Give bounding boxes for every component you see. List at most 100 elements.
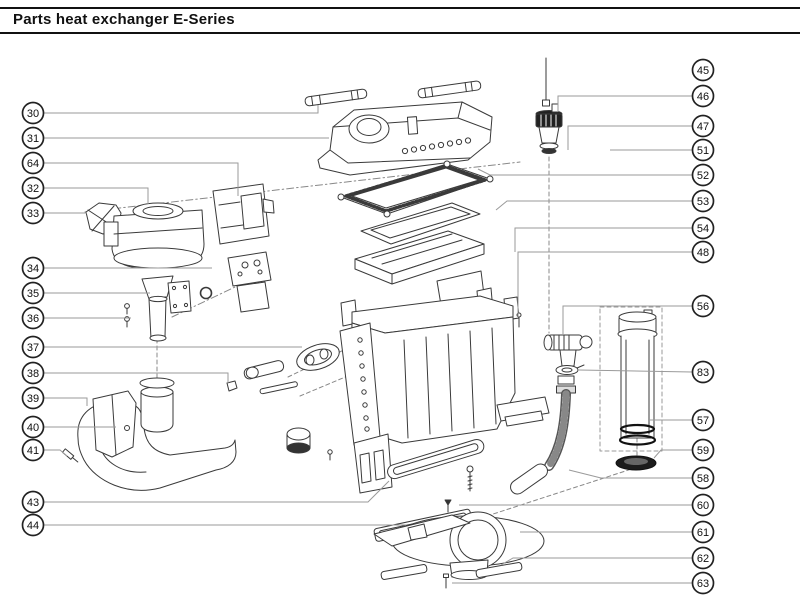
- leader-line-59: [653, 449, 692, 459]
- callout-83[interactable]: 83: [691, 360, 715, 384]
- callout-circle-64[interactable]: [21, 151, 45, 175]
- callout-circle-83[interactable]: [691, 360, 715, 384]
- callout-63[interactable]: 63: [691, 571, 715, 595]
- callout-circle-59[interactable]: [691, 438, 715, 462]
- callout-circle-31[interactable]: [21, 126, 45, 150]
- leader-line-41: [44, 449, 68, 457]
- part-flue-collector: [61, 377, 237, 491]
- callout-circle-32[interactable]: [21, 176, 45, 200]
- callout-37[interactable]: 37: [21, 335, 45, 359]
- part-burner-door: [212, 183, 275, 245]
- callout-circle-51[interactable]: [691, 138, 715, 162]
- leader-lines: [44, 95, 693, 584]
- callout-56[interactable]: 56: [691, 294, 715, 318]
- callout-circle-47[interactable]: [691, 114, 715, 138]
- callout-34[interactable]: 34: [21, 256, 45, 280]
- leader-line-32: [44, 187, 149, 204]
- callout-53[interactable]: 53: [691, 189, 715, 213]
- callout-circle-37[interactable]: [21, 335, 45, 359]
- callout-41[interactable]: 41: [21, 438, 45, 462]
- callout-circle-34[interactable]: [21, 256, 45, 280]
- part-condensate-hose: [510, 389, 571, 495]
- callout-32[interactable]: 32: [21, 176, 45, 200]
- callout-circle-58[interactable]: [691, 466, 715, 490]
- callout-number-47: 47: [697, 121, 709, 133]
- venturi-screws: [124, 303, 130, 328]
- callout-39[interactable]: 39: [21, 386, 45, 410]
- part-gasket-frame-1: [337, 160, 494, 218]
- callout-38[interactable]: 38: [21, 361, 45, 385]
- callout-number-51: 51: [697, 145, 709, 157]
- callout-number-41: 41: [27, 445, 39, 457]
- callout-33[interactable]: 33: [21, 201, 45, 225]
- part-retaining-clip: [555, 364, 585, 375]
- leader-line-47: [567, 125, 692, 150]
- callout-54[interactable]: 54: [691, 216, 715, 240]
- leader-line-30: [44, 105, 319, 114]
- callout-circle-60[interactable]: [691, 493, 715, 517]
- leader-line-83: [578, 369, 693, 373]
- callout-47[interactable]: 47: [691, 114, 715, 138]
- callout-circle-43[interactable]: [21, 490, 45, 514]
- callout-circle-54[interactable]: [691, 216, 715, 240]
- callout-circle-52[interactable]: [691, 163, 715, 187]
- part-fixing-screws: [444, 465, 474, 513]
- callout-circle-39[interactable]: [21, 386, 45, 410]
- callout-circle-40[interactable]: [21, 415, 45, 439]
- callout-61[interactable]: 61: [691, 520, 715, 544]
- callout-number-40: 40: [27, 422, 39, 434]
- callout-number-60: 60: [697, 500, 709, 512]
- callout-circle-61[interactable]: [691, 520, 715, 544]
- callout-circle-63[interactable]: [691, 571, 715, 595]
- callout-circle-48[interactable]: [691, 240, 715, 264]
- callout-circle-44[interactable]: [21, 513, 45, 537]
- callout-number-83: 83: [697, 367, 709, 379]
- leader-line-58: [568, 469, 692, 479]
- callout-36[interactable]: 36: [21, 306, 45, 330]
- callout-circle-46[interactable]: [691, 84, 715, 108]
- callout-number-38: 38: [27, 368, 39, 380]
- part-flue-sensor-drum: [286, 427, 311, 454]
- callout-62[interactable]: 62: [691, 546, 715, 570]
- callout-52[interactable]: 52: [691, 163, 715, 187]
- callout-30[interactable]: 30: [21, 101, 45, 125]
- siphon-group-box: [599, 306, 663, 452]
- callout-circle-53[interactable]: [691, 189, 715, 213]
- page-header: Parts heat exchanger E-Series: [0, 7, 800, 34]
- callout-44[interactable]: 44: [21, 513, 45, 537]
- callout-51[interactable]: 51: [691, 138, 715, 162]
- callout-57[interactable]: 57: [691, 408, 715, 432]
- callout-circle-36[interactable]: [21, 306, 45, 330]
- callout-45[interactable]: 45: [691, 58, 715, 82]
- callout-46[interactable]: 46: [691, 84, 715, 108]
- callout-circle-57[interactable]: [691, 408, 715, 432]
- callout-64[interactable]: 64: [21, 151, 45, 175]
- callout-circle-38[interactable]: [21, 361, 45, 385]
- callout-35[interactable]: 35: [21, 281, 45, 305]
- callout-circle-45[interactable]: [691, 58, 715, 82]
- callout-circle-35[interactable]: [21, 281, 45, 305]
- part-siphon-grommet: [615, 455, 657, 471]
- callout-60[interactable]: 60: [691, 493, 715, 517]
- part-top-cover: [317, 101, 493, 176]
- callout-58[interactable]: 58: [691, 466, 715, 490]
- callout-circle-56[interactable]: [691, 294, 715, 318]
- part-ignition-electrodes: [226, 343, 340, 395]
- part-condensate-pan: [373, 508, 545, 580]
- leader-line-56: [562, 305, 692, 335]
- part-drain-valve: [543, 334, 593, 367]
- callout-40[interactable]: 40: [21, 415, 45, 439]
- callout-circle-30[interactable]: [21, 101, 45, 125]
- callout-59[interactable]: 59: [691, 438, 715, 462]
- page-title: Parts heat exchanger E-Series: [13, 11, 235, 28]
- callout-31[interactable]: 31: [21, 126, 45, 150]
- part-heat-exchanger-block: [286, 287, 550, 494]
- callout-48[interactable]: 48: [691, 240, 715, 264]
- callout-circle-62[interactable]: [691, 546, 715, 570]
- callout-circle-33[interactable]: [21, 201, 45, 225]
- callout-circle-41[interactable]: [21, 438, 45, 462]
- callout-43[interactable]: 43: [21, 490, 45, 514]
